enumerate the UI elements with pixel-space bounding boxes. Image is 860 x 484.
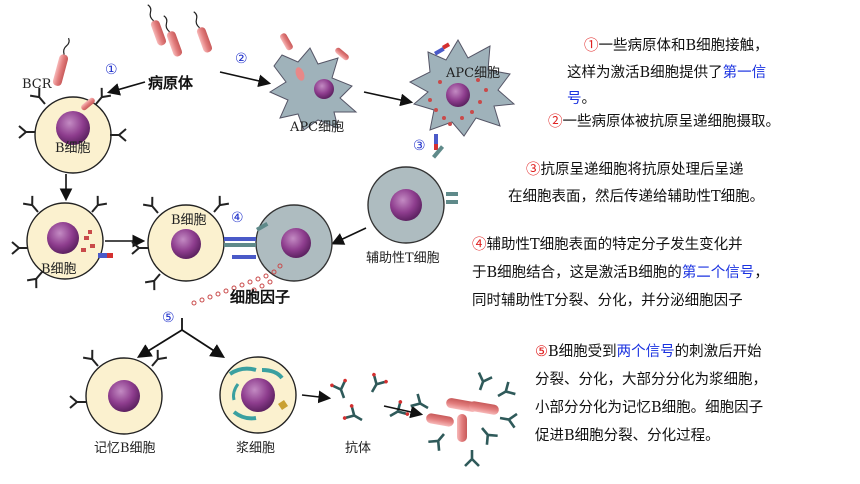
step-2-marker: ② xyxy=(235,51,248,67)
note-4-text-a: 辅助性T细胞表面的特定分子发生变化并 xyxy=(486,237,743,253)
b-cell-3-label: B细胞 xyxy=(171,213,207,228)
note-1-text-a: 一些病原体和B细胞接触， xyxy=(598,38,769,54)
note-5-two-signals: 两个信号 xyxy=(616,344,675,360)
b-cell-2 xyxy=(11,194,113,290)
note-4-line-a: ④辅助性T细胞表面的特定分子发生变化并 xyxy=(472,232,743,258)
arrow-apc1-to-apc2 xyxy=(363,91,414,107)
note-5-line-b: 分裂、分化，大部分分化为浆细胞， xyxy=(535,367,767,393)
arrow-pathogen-to-apc xyxy=(219,71,272,88)
note-5-text-c: 小部分分化为记忆B细胞。细胞因子 xyxy=(535,400,764,416)
antibody-label: 抗体 xyxy=(345,441,371,456)
note-4-text-c: 同时辅助性T分裂、分化，并分泌细胞因子 xyxy=(472,293,743,309)
helper-t-cell-bound xyxy=(224,204,333,282)
memory-b-label: 记忆B细胞 xyxy=(94,440,156,456)
note-5-text-a-end: 的刺激后开始 xyxy=(674,344,762,360)
arrow-pathogen-to-bcell xyxy=(106,81,146,96)
note-1-number: ① xyxy=(584,38,599,54)
note-3-text-b: 在细胞表面，然后传递给辅助性T细胞。 xyxy=(508,189,765,205)
arrow-plasma-to-antibody xyxy=(301,390,332,404)
note-3-number: ③ xyxy=(526,162,541,178)
b-cell-2-label: B细胞 xyxy=(41,262,77,277)
note-4-second-signal: 第二个信号 xyxy=(681,265,755,281)
note-1-line-b: 这样为激活B细胞提供了第一信 xyxy=(567,60,766,86)
note-3-text-a: 抗原呈递细胞将抗原处理后呈递 xyxy=(540,162,744,178)
note-2: ②一些病原体被抗原呈递细胞摄取。 xyxy=(548,109,780,135)
note-4-number: ④ xyxy=(472,237,487,253)
cytokine-dots xyxy=(191,263,283,306)
note-1-first-signal: 第一信 xyxy=(722,65,767,81)
plasma-label: 浆细胞 xyxy=(236,441,275,456)
apc-cell-1 xyxy=(268,33,358,131)
note-1-line-a: ①一些病原体和B细胞接触， xyxy=(584,33,769,59)
b-cell-3 xyxy=(131,194,230,292)
b-cell-1 xyxy=(18,37,127,174)
arrow-antibody-binding xyxy=(383,405,424,419)
note-1-first-signal-end: 号 xyxy=(567,91,582,107)
note-5-number: ⑤ xyxy=(535,344,548,360)
note-5-text-d: 促进B细胞分裂、分化过程。 xyxy=(535,428,720,444)
pathogen-group xyxy=(147,4,213,57)
bcr-label: BCR xyxy=(22,77,53,92)
note-3-line-b: 在细胞表面，然后传递给辅助性T细胞。 xyxy=(508,184,764,210)
step-4-marker: ④ xyxy=(231,210,244,226)
memory-b-cell xyxy=(69,348,168,435)
apc-2-label: APC细胞 xyxy=(445,66,500,81)
note-3-line-a: ③抗原呈递细胞将抗原处理后呈递 xyxy=(526,157,744,183)
note-4-text-b: 于B细胞结合，这是激活B细胞的 xyxy=(472,265,682,281)
note-1-text-b: 这样为激活B细胞提供了 xyxy=(567,65,723,81)
note-4-text-b-end: ， xyxy=(754,265,769,281)
cytokine-label: 细胞因子 xyxy=(230,288,290,306)
antibody-pathogen-complex xyxy=(409,371,519,468)
apc-cell-2 xyxy=(408,39,516,150)
note-1-line-c: 号。 xyxy=(567,86,596,112)
b-cell-1-label: B细胞 xyxy=(55,141,91,156)
note-2-number: ② xyxy=(548,114,563,130)
note-1-text-c: 。 xyxy=(581,91,597,107)
apc-1-label: APC细胞 xyxy=(289,120,344,135)
branch-arrows xyxy=(136,318,226,358)
pathogen-label: 病原体 xyxy=(148,74,194,92)
antibody-group xyxy=(330,372,410,428)
helper-t-cell-right xyxy=(367,145,458,244)
step-5-marker: ⑤ xyxy=(162,310,175,326)
note-4-line-b: 于B细胞结合，这是激活B细胞的第二个信号， xyxy=(472,260,769,286)
helper-t-label: 辅助性T细胞 xyxy=(366,251,440,266)
step-1-marker: ① xyxy=(105,62,118,78)
note-2-text: 一些病原体被抗原呈递细胞摄取。 xyxy=(562,114,781,130)
note-5-line-c: 小部分分化为记忆B细胞。细胞因子 xyxy=(535,395,763,421)
arrow-tcell-to-pair xyxy=(331,227,367,245)
note-5-text-a: B细胞受到 xyxy=(548,344,617,360)
note-5-line-d: 促进B细胞分裂、分化过程。 xyxy=(535,423,720,449)
step-3-marker: ③ xyxy=(413,138,426,154)
note-5-line-a: ⑤B细胞受到两个信号的刺激后开始 xyxy=(535,339,762,365)
note-5-text-b: 分裂、分化，大部分分化为浆细胞， xyxy=(535,372,767,388)
plasma-cell xyxy=(219,356,297,434)
note-4-line-c: 同时辅助性T分裂、分化，并分泌细胞因子 xyxy=(472,288,743,314)
